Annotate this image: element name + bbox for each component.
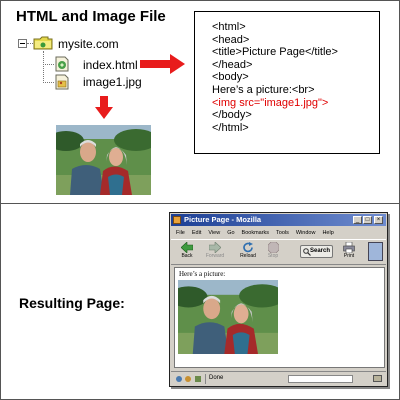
progress-box: [288, 375, 353, 383]
menu-file[interactable]: File: [176, 230, 185, 236]
code-line: <title>Picture Page</title>: [212, 46, 338, 59]
code-line: </body>: [212, 109, 252, 122]
tree-file-label[interactable]: image1.jpg: [83, 75, 142, 89]
menu-help[interactable]: Help: [322, 230, 334, 236]
search-label: Search: [309, 248, 330, 254]
collapse-icon[interactable]: [18, 39, 27, 48]
stop-label: Stop: [267, 253, 279, 259]
stop-icon: [267, 242, 279, 253]
back-label: Back: [181, 253, 193, 259]
menu-go[interactable]: Go: [227, 230, 235, 236]
couple-photo: [56, 125, 151, 195]
forward-arrow-icon: [209, 242, 221, 253]
stop-button[interactable]: Stop: [261, 241, 285, 263]
tree-file-label[interactable]: index.html: [83, 58, 138, 72]
print-icon: [343, 242, 355, 253]
minimize-button[interactable]: _: [353, 216, 362, 224]
page-content: Here’s a picture:: [174, 267, 385, 368]
status-text: Done: [209, 375, 224, 381]
search-icon: [303, 248, 311, 256]
browser-title: Picture Page - Mozilla: [184, 215, 262, 224]
code-line: </head>: [212, 58, 253, 71]
section-title: HTML and Image File: [16, 8, 166, 25]
section-divider: [0, 203, 400, 204]
tree-connector: [27, 43, 33, 44]
reload-label: Reload: [240, 253, 256, 259]
navigation-toolbar: Back Forward Reload Stop Search Print: [171, 239, 386, 265]
code-line-highlighted: <img src="image1.jpg">: [212, 96, 329, 109]
code-line: Here’s a picture:<br>: [212, 83, 315, 96]
menu-window[interactable]: Window: [295, 230, 316, 236]
arrow-right-icon: [140, 54, 185, 74]
maximize-button[interactable]: □: [363, 216, 372, 224]
tree-connector: [43, 51, 44, 83]
image-file-icon: [55, 74, 69, 90]
search-button[interactable]: Search: [300, 245, 333, 258]
arrow-down-icon: [95, 96, 113, 119]
reload-button[interactable]: Reload: [236, 241, 260, 263]
code-line: <body>: [212, 71, 249, 84]
forward-button[interactable]: Forward: [203, 241, 227, 263]
reload-icon: [243, 242, 253, 253]
back-arrow-icon: [181, 242, 193, 253]
tree-root-label[interactable]: mysite.com: [58, 37, 119, 51]
app-icon: [173, 216, 181, 224]
tree-connector: [43, 82, 54, 83]
tree-connector: [43, 64, 54, 65]
page-text: Here’s a picture:: [179, 270, 226, 278]
print-label: Print: [343, 253, 355, 259]
code-line: <head>: [212, 33, 250, 46]
menu-tools[interactable]: Tools: [276, 230, 289, 236]
close-button[interactable]: ×: [374, 216, 383, 224]
html-code-box: <html> <head> <title>Picture Page</title…: [194, 11, 380, 154]
browser-titlebar[interactable]: Picture Page - Mozilla _ □ ×: [171, 214, 386, 226]
couple-photo: [178, 280, 278, 354]
status-separator: [205, 374, 206, 384]
folder-icon: [33, 36, 53, 50]
menu-view[interactable]: View: [208, 230, 221, 236]
code-line: <html>: [212, 21, 246, 33]
throbber-logo[interactable]: [368, 242, 383, 261]
status-icons: [176, 376, 201, 382]
forward-label: Forward: [205, 253, 225, 259]
status-bar: Done: [171, 371, 386, 385]
result-label: Resulting Page:: [19, 295, 125, 311]
menu-edit[interactable]: Edit: [191, 230, 202, 236]
menu-bar: File Edit View Go Bookmarks Tools Window…: [176, 228, 334, 238]
print-button[interactable]: Print: [337, 241, 361, 263]
browser-window: Picture Page - Mozilla _ □ × File Edit V…: [169, 212, 388, 387]
menu-bookmarks[interactable]: Bookmarks: [241, 230, 270, 236]
html-file-icon: [55, 56, 69, 72]
back-button[interactable]: Back: [175, 241, 199, 263]
code-line: </html>: [212, 121, 249, 134]
lock-icon: [373, 375, 382, 382]
